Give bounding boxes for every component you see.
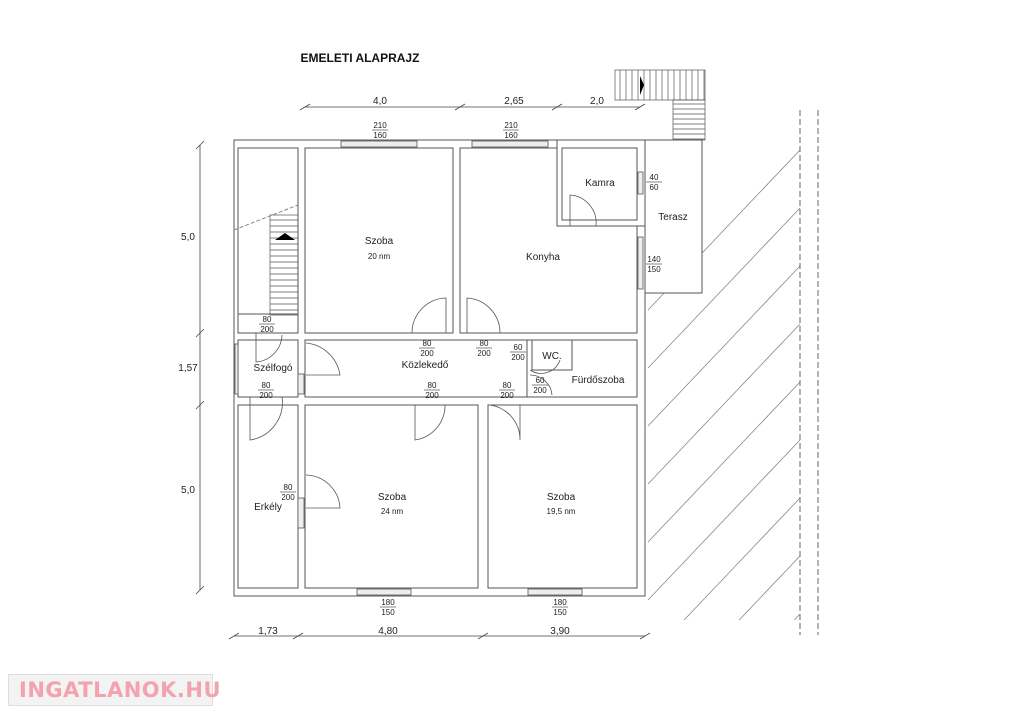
opening-height: 200	[511, 353, 525, 362]
opening-labels: 2101602101604060140150802008020080200602…	[258, 121, 662, 617]
opening-height: 160	[504, 131, 518, 140]
hatch-line	[647, 323, 801, 485]
hatch-line	[647, 265, 801, 427]
logo-text: INGATLANOK.HU	[19, 678, 222, 702]
doors	[249, 194, 597, 509]
hatch-line	[738, 555, 801, 621]
dimension-lines	[195, 103, 651, 640]
opening-width: 180	[553, 598, 567, 607]
room-szelfogo: Szélfogó	[254, 363, 293, 374]
opening-width: 80	[423, 339, 432, 348]
opening-width: 80	[284, 483, 293, 492]
opening-width: 210	[373, 121, 387, 130]
hatch-line	[683, 497, 801, 621]
dimension-tick	[195, 328, 205, 338]
dim-top-1: 4,0	[373, 96, 387, 107]
room-furdoszoba: Fürdőszoba	[572, 375, 625, 386]
opening-width: 140	[647, 255, 661, 264]
opening-width: 40	[650, 173, 659, 182]
dim-top-3: 2,0	[590, 96, 604, 107]
opening-height: 150	[647, 265, 661, 274]
dimension-tick	[299, 103, 311, 111]
dim-bottom-2: 4,80	[378, 626, 398, 637]
opening-height: 200	[420, 349, 434, 358]
dim-left-2: 1,57	[178, 363, 198, 374]
room-area: 19,5 nm	[547, 507, 576, 516]
opening-width: 180	[381, 598, 395, 607]
hatch-line	[647, 439, 801, 601]
room-kozlekedo: Közlekedő	[402, 360, 449, 371]
opening-height: 200	[477, 349, 491, 358]
dim-left-3: 5,0	[181, 485, 195, 496]
dimension-tick	[477, 632, 489, 640]
stair-cut-line	[233, 204, 299, 231]
opening-height: 200	[281, 493, 295, 502]
opening-height: 150	[553, 608, 567, 617]
dimension-tick	[195, 140, 205, 150]
opening-width: 80	[263, 315, 272, 324]
dimension-tick	[195, 585, 205, 595]
dimension-tick	[551, 103, 563, 111]
watermark-logo: INGATLANOK.HU	[8, 674, 221, 706]
opening-width: 80	[503, 381, 512, 390]
opening-height: 200	[425, 391, 439, 400]
dim-left-1: 5,0	[181, 232, 195, 243]
hatch-line	[647, 381, 801, 543]
dimension-tick	[634, 103, 646, 111]
dim-bottom-3: 3,90	[550, 626, 570, 637]
windows	[234, 140, 644, 596]
opening-height: 150	[381, 608, 395, 617]
opening-width: 210	[504, 121, 518, 130]
opening-width: 80	[480, 339, 489, 348]
hatch-line	[647, 207, 801, 369]
dimension-tick	[454, 103, 466, 111]
room-konyha: Konyha	[526, 252, 560, 263]
room-kamra: Kamra	[585, 178, 615, 189]
opening-height: 200	[533, 386, 547, 395]
hatch-line	[794, 613, 801, 621]
opening-width: 80	[428, 381, 437, 390]
opening-width: 60	[514, 343, 523, 352]
dim-bottom-1: 1,73	[258, 626, 278, 637]
room-szoba-20: Szoba	[365, 236, 394, 247]
dimension-tick	[228, 632, 240, 640]
room-area: 24 nm	[381, 507, 404, 516]
dimension-tick	[195, 400, 205, 410]
opening-height: 200	[260, 325, 274, 334]
room-erkely: Erkély	[254, 502, 282, 513]
dimension-tick	[639, 632, 651, 640]
stair-arrow-icon	[275, 233, 295, 240]
dimension-tick	[292, 632, 304, 640]
dim-top-2: 2,65	[504, 96, 524, 107]
plan-title: EMELETI ALAPRAJZ	[301, 51, 420, 65]
opening-height: 160	[373, 131, 387, 140]
room-terasz: Terasz	[658, 212, 687, 223]
room-wc: WC.	[542, 351, 561, 362]
stair-arrow-icon	[640, 76, 644, 95]
room-szoba-19-5: Szoba	[547, 492, 576, 503]
room-szoba-24: Szoba	[378, 492, 407, 503]
opening-height: 200	[259, 391, 273, 400]
opening-width: 80	[262, 381, 271, 390]
room-area: 20 nm	[368, 252, 391, 261]
opening-height: 60	[650, 183, 659, 192]
opening-height: 200	[500, 391, 514, 400]
opening-width: 60	[536, 376, 545, 385]
